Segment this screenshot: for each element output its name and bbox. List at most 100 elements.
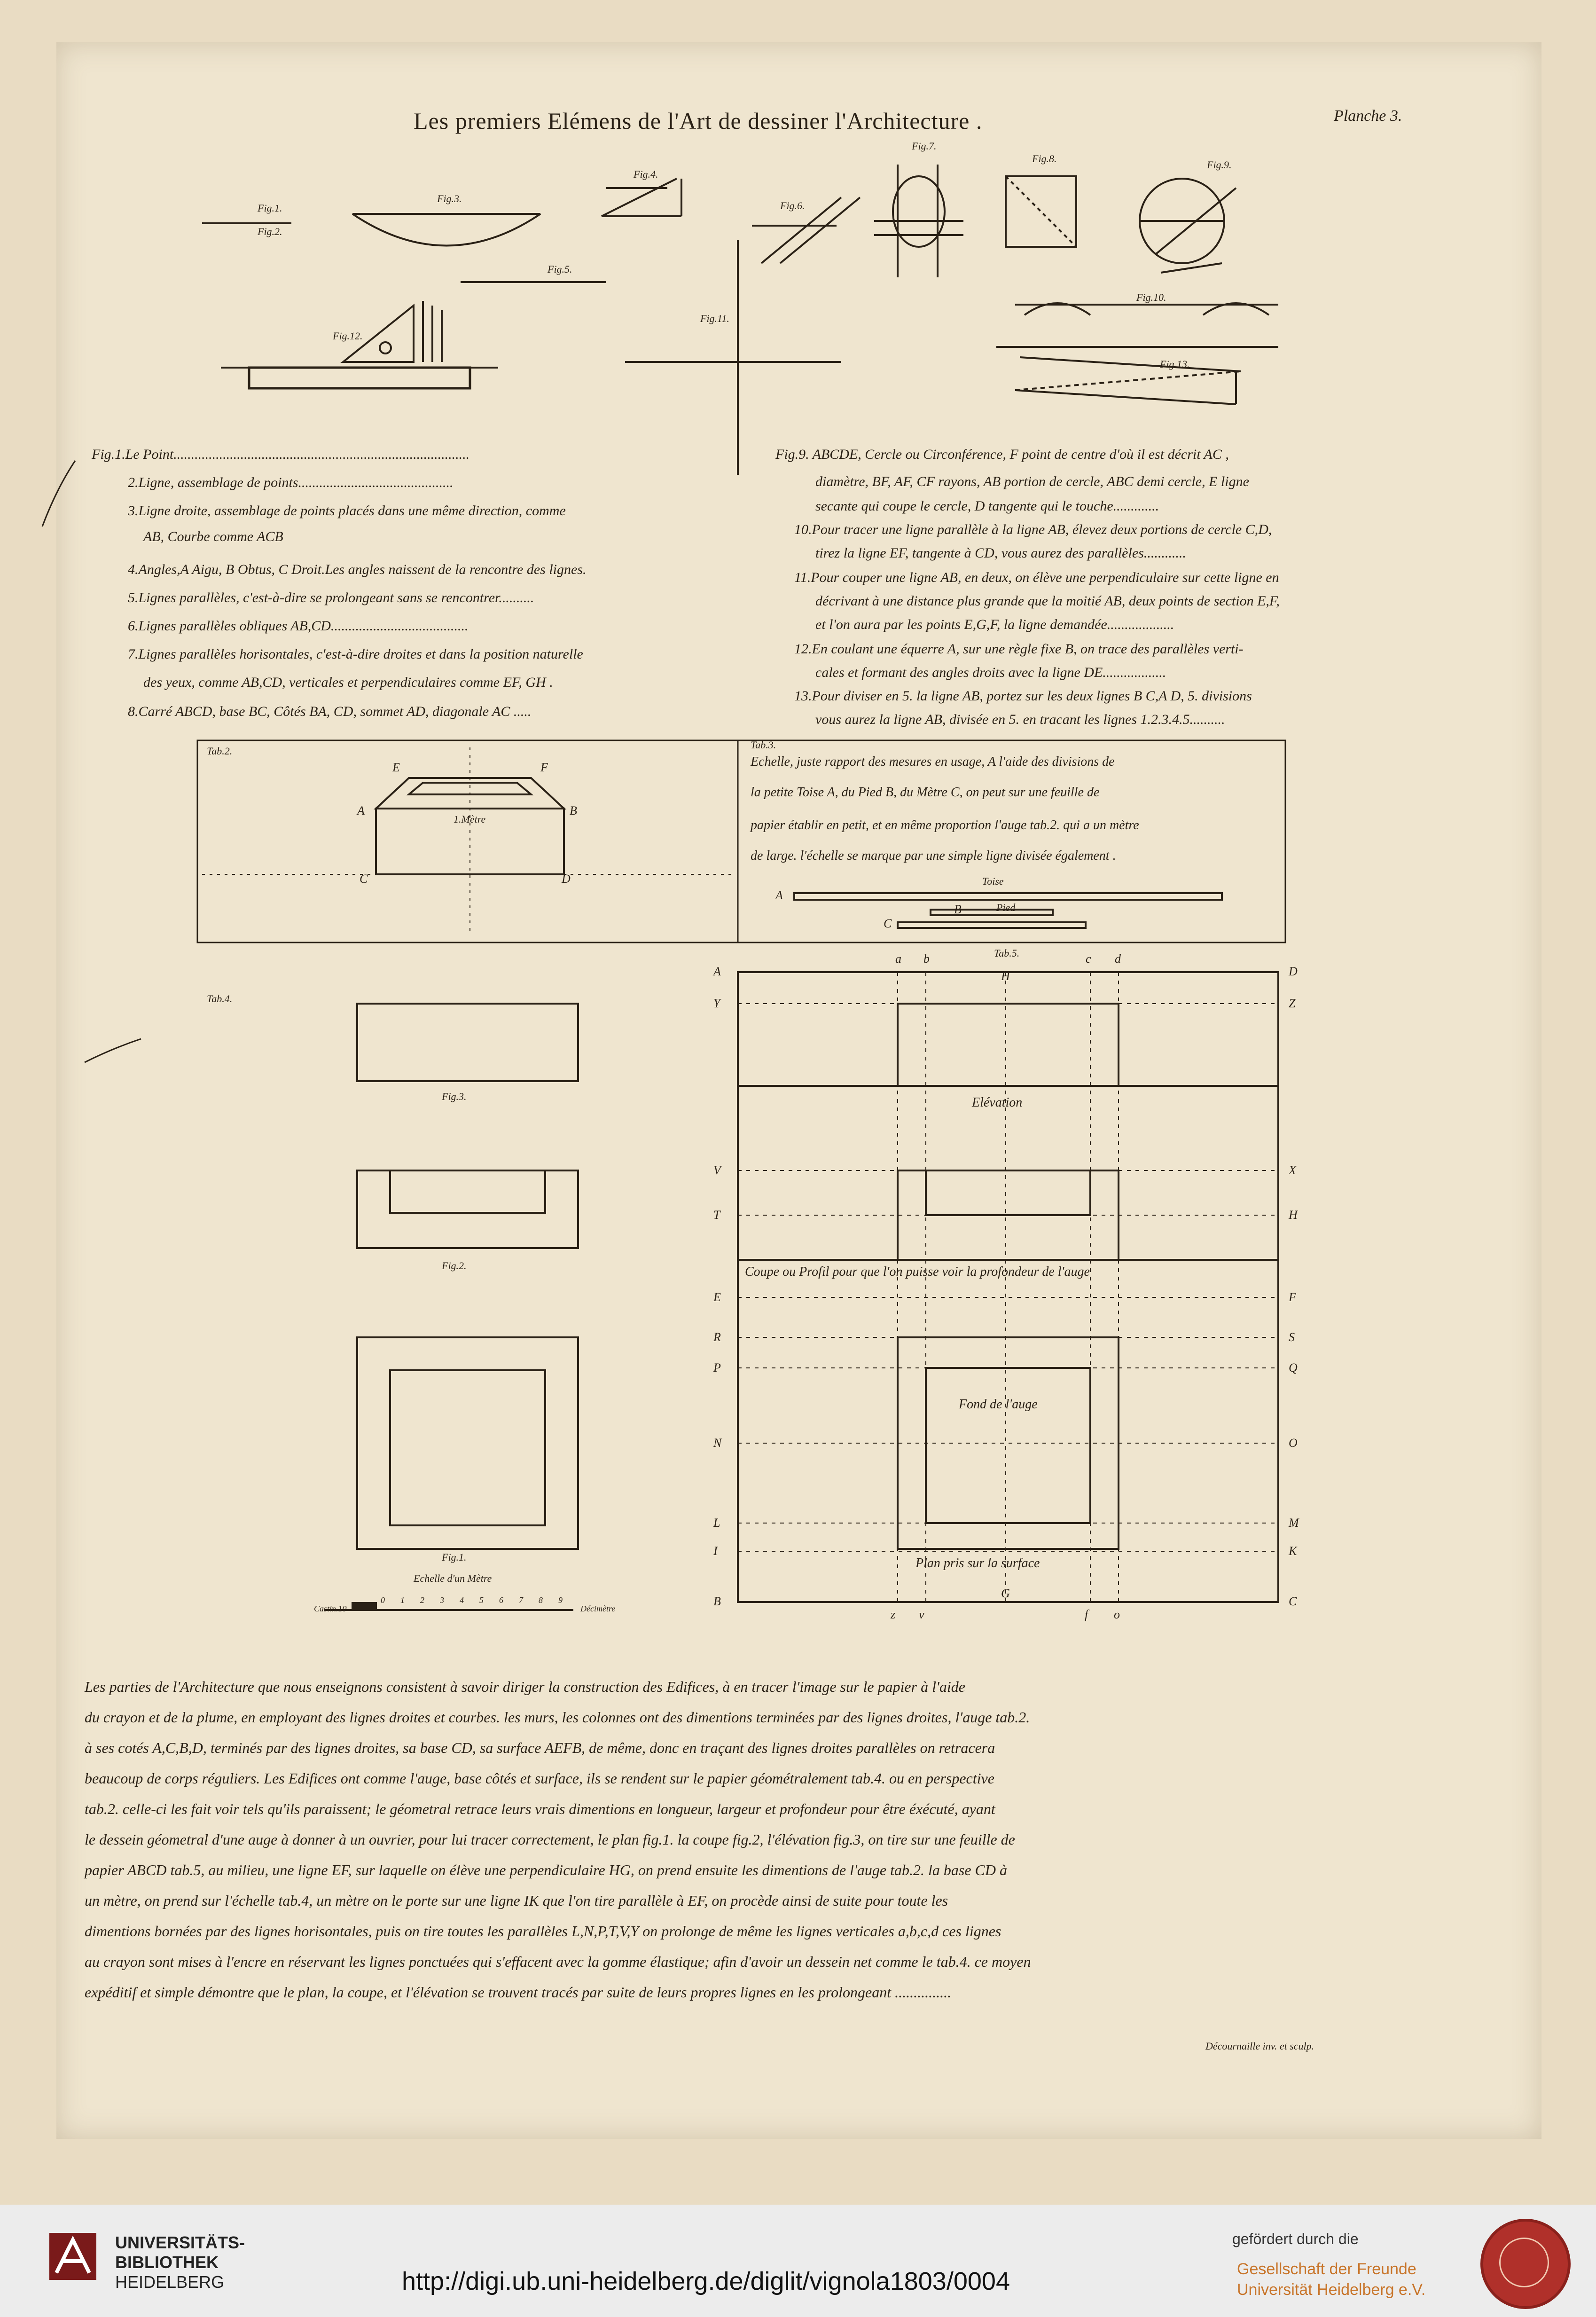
- tab4-fig1-plan: [356, 1336, 579, 1550]
- tab5-letter: F: [1289, 1290, 1296, 1304]
- legend-left-line: 8.Carré ABCD, base BC, Côtés BA, CD, som…: [128, 704, 532, 719]
- tab5-letter: a: [895, 952, 901, 966]
- tab4-fig1-inner: [389, 1369, 546, 1526]
- tab3-pied-scale: [930, 909, 1054, 916]
- tab4-fig2-inner: [389, 1170, 546, 1214]
- tab5-letter: K: [1289, 1544, 1297, 1558]
- tab4-scale-block: [352, 1602, 377, 1610]
- tab5-coupe-inner: [925, 1170, 1091, 1216]
- tab5-letter: f: [1085, 1608, 1088, 1621]
- body-line: le dessein géometral d'une auge à donner…: [85, 1831, 1015, 1848]
- legend-right-line: Fig.9. ABCDE, Cercle ou Circonférence, F…: [775, 447, 1229, 462]
- digitization-footer: [0, 2205, 1596, 2317]
- tab5-letter: N: [713, 1436, 722, 1450]
- body-line: un mètre, on prend sur l'échelle tab.4, …: [85, 1892, 948, 1909]
- legend-right-line: tirez la ligne EF, tangente à CD, vous a…: [815, 545, 1186, 561]
- fig10-label: Fig.10.: [1136, 291, 1166, 303]
- tab5-letter: L: [713, 1516, 720, 1530]
- fig12-ruler: [248, 366, 471, 390]
- seal-emblem-icon: [1499, 2238, 1549, 2287]
- tab5-letter: v: [919, 1608, 924, 1621]
- tab4-decimetre: Décimètre: [580, 1604, 616, 1613]
- tab2-letter: D: [562, 872, 571, 886]
- body-line: beaucoup de corps réguliers. Les Edifice…: [85, 1770, 994, 1787]
- fig9-secant: [1155, 187, 1237, 255]
- tab3-text: papier établir en petit, et en même prop…: [751, 818, 1139, 833]
- body-line: expéditif et simple démontre que le plan…: [85, 1984, 952, 2001]
- tab5-letter: B: [713, 1594, 721, 1608]
- fig13-bc: [1019, 356, 1241, 372]
- tab5-letter: G: [1001, 1587, 1010, 1600]
- tab5-letter: H: [1289, 1208, 1298, 1222]
- body-line: papier ABCD tab.5, au milieu, une ligne …: [85, 1861, 1007, 1878]
- fig13-label: Fig.13.: [1160, 358, 1190, 370]
- fig10-arc-c: [1024, 302, 1091, 316]
- tab5-plan-inner: [925, 1367, 1091, 1524]
- tab5-coupe: Coupe ou Profil pour que l'on puisse voi…: [745, 1265, 1090, 1279]
- tab5-letter: C: [1289, 1594, 1297, 1608]
- tab5-letter: E: [713, 1290, 721, 1304]
- fig6-line-a: [760, 196, 842, 264]
- tab2-metre: 1.Mètre: [454, 813, 486, 825]
- sponsor-name-line[interactable]: Gesellschaft der Freunde: [1237, 2260, 1416, 2278]
- legend-right-line: secante qui coupe le cercle, D tangente …: [815, 498, 1159, 514]
- body-line: à ses cotés A,C,B,D, terminés par des li…: [85, 1739, 995, 1756]
- legend-left-line: 3.Ligne droite, assemblage de points pla…: [128, 503, 566, 518]
- legend-right-line: 11.Pour couper une ligne AB, en deux, on…: [794, 570, 1279, 585]
- fig9-label: Fig.9.: [1207, 159, 1232, 171]
- body-line: Les parties de l'Architecture que nous e…: [85, 1678, 965, 1695]
- tab5-frame: [737, 971, 1279, 1603]
- tab5-elevation: Elévation: [972, 1095, 1023, 1110]
- fig2-label: Fig.2.: [258, 226, 282, 237]
- tab5-letter: I: [713, 1544, 718, 1558]
- fig3-label: Fig.3.: [437, 193, 462, 204]
- scale-number: 8: [539, 1595, 543, 1605]
- tab2-auge-inner: [406, 782, 534, 795]
- tab5-elevation-rect: [897, 1003, 1119, 1087]
- body-line: au crayon sont mises à l'encre en réserv…: [85, 1953, 1031, 1970]
- tab5-plan: Plan pris sur la surface: [915, 1556, 1040, 1571]
- scale-number: 2: [420, 1595, 424, 1605]
- legend-left-line: 4.Angles,A Aigu, B Obtus, C Droit.Les an…: [128, 562, 587, 577]
- tab4-fig2-label: Fig.2.: [442, 1260, 467, 1272]
- sponsor-name-line[interactable]: Universität Heidelberg e.V.: [1237, 2281, 1426, 2299]
- tab5-letter: b: [923, 952, 930, 966]
- tab5-letter: D: [1289, 965, 1298, 978]
- tab5-letter: Z: [1289, 997, 1296, 1010]
- tab2-letter: B: [570, 804, 577, 817]
- sponsor-intro: gefördert durch die: [1232, 2231, 1359, 2247]
- scale-number: 1: [400, 1595, 405, 1605]
- legend-left-line: 6.Lignes parallèles obliques AB,CD......…: [128, 618, 469, 634]
- tab3-metre-scale: [897, 921, 1087, 929]
- legend-left-line: 7.Lignes parallèles horisontales, c'est-…: [128, 646, 583, 662]
- fig7-label: Fig.7.: [912, 140, 937, 152]
- library-name-line: UNIVERSITÄTS-: [115, 2233, 245, 2252]
- body-line: tab.2. celle-ci les fait voir tels qu'il…: [85, 1800, 995, 1817]
- scale-number: 3: [440, 1595, 444, 1605]
- margin-stroke-2: [84, 1038, 141, 1063]
- scale-number: 6: [499, 1595, 503, 1605]
- tab5-letter: o: [1114, 1608, 1120, 1621]
- tab3-letter: A: [775, 888, 783, 902]
- fig10-arc-d: [1202, 302, 1270, 316]
- permalink-url[interactable]: http://digi.ub.uni-heidelberg.de/diglit/…: [402, 2267, 1010, 2295]
- fig12-square: [340, 303, 415, 363]
- tab4-fig3-label: Fig.3.: [442, 1091, 467, 1102]
- fig4-ray: [601, 178, 677, 217]
- fig13-ad: [1015, 389, 1236, 405]
- tab2-frame: [196, 739, 739, 943]
- fig12-hole: [379, 341, 392, 354]
- ub-heidelberg-logo-icon: [49, 2233, 96, 2280]
- legend-right-line: décrivant à une distance plus grande que…: [815, 593, 1280, 609]
- tab4-fig2-coupe: [356, 1170, 579, 1249]
- tab2-letter: F: [540, 761, 548, 774]
- engraver-signature: Décournaille inv. et sculp.: [1205, 2040, 1314, 2052]
- legend-left-line: des yeux, comme AB,CD, verticales et per…: [143, 675, 553, 690]
- legend-right-line: 12.En coulant une équerre A, sur une règ…: [794, 641, 1244, 657]
- scale-number: 0: [381, 1595, 385, 1605]
- legend-left-line: Fig.1.Le Point..........................…: [92, 447, 470, 462]
- tab3-letter: C: [884, 917, 892, 930]
- fig6-line-b: [779, 196, 861, 264]
- fig8-square: [1005, 175, 1077, 248]
- plate-number: Planche 3.: [1334, 107, 1402, 125]
